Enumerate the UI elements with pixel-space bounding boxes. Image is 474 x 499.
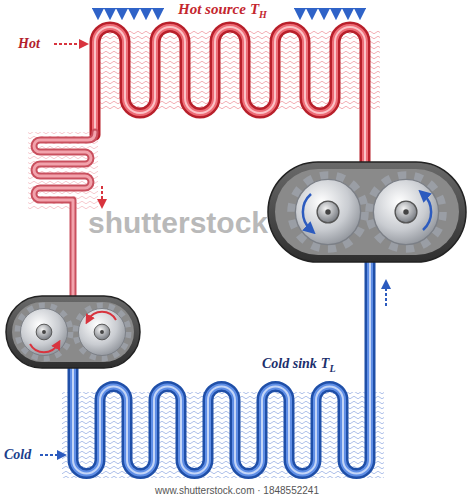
gear-pump <box>268 162 466 262</box>
temperature-subscript: L <box>329 363 335 374</box>
inlet-label: Cold <box>4 447 31 462</box>
flow-arrow <box>101 186 103 204</box>
temperature-subscript: H <box>259 9 267 20</box>
cold-waves <box>62 392 384 478</box>
hot-inlet-arrow <box>54 43 84 45</box>
sink-label: Cold sink <box>262 356 317 371</box>
hot-pipe <box>95 27 365 166</box>
inlet-label: Hot <box>18 36 40 51</box>
temperature-symbol: T <box>250 1 259 18</box>
cooling-coil <box>34 132 95 300</box>
source-label: Hot source <box>178 1 246 18</box>
watermark-footer: www.shutterstock.com · 1848552241 <box>155 485 319 496</box>
temperature-symbol: T <box>321 356 330 371</box>
cold-inlet-arrow <box>40 454 62 456</box>
gear-pump <box>6 296 140 368</box>
watermark: shutterstock <box>88 206 268 239</box>
flow-arrow <box>385 284 387 306</box>
